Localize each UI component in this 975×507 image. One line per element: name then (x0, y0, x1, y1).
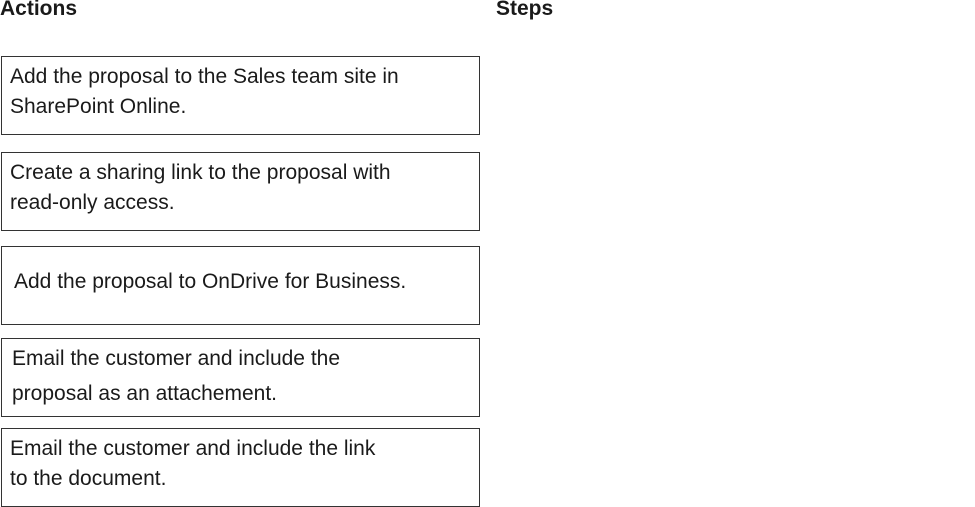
action-item[interactable]: Create a sharing link to the proposal wi… (1, 152, 480, 231)
action-label: Email the customer and include the propo… (12, 347, 341, 405)
action-label: Email the customer and include the link … (10, 437, 376, 490)
action-item[interactable]: Email the customer and include the link … (1, 428, 480, 507)
action-label: Add the proposal to OnDrive for Business… (14, 270, 407, 293)
action-label: Add the proposal to the Sales team site … (10, 65, 399, 118)
action-item[interactable]: Email the customer and include the propo… (1, 338, 480, 417)
action-item[interactable]: Add the proposal to the Sales team site … (1, 56, 480, 135)
steps-heading: Steps (496, 0, 554, 20)
action-label: Create a sharing link to the proposal wi… (10, 161, 391, 214)
action-item[interactable]: Add the proposal to OnDrive for Business… (1, 246, 480, 325)
actions-heading: Actions (0, 0, 78, 20)
